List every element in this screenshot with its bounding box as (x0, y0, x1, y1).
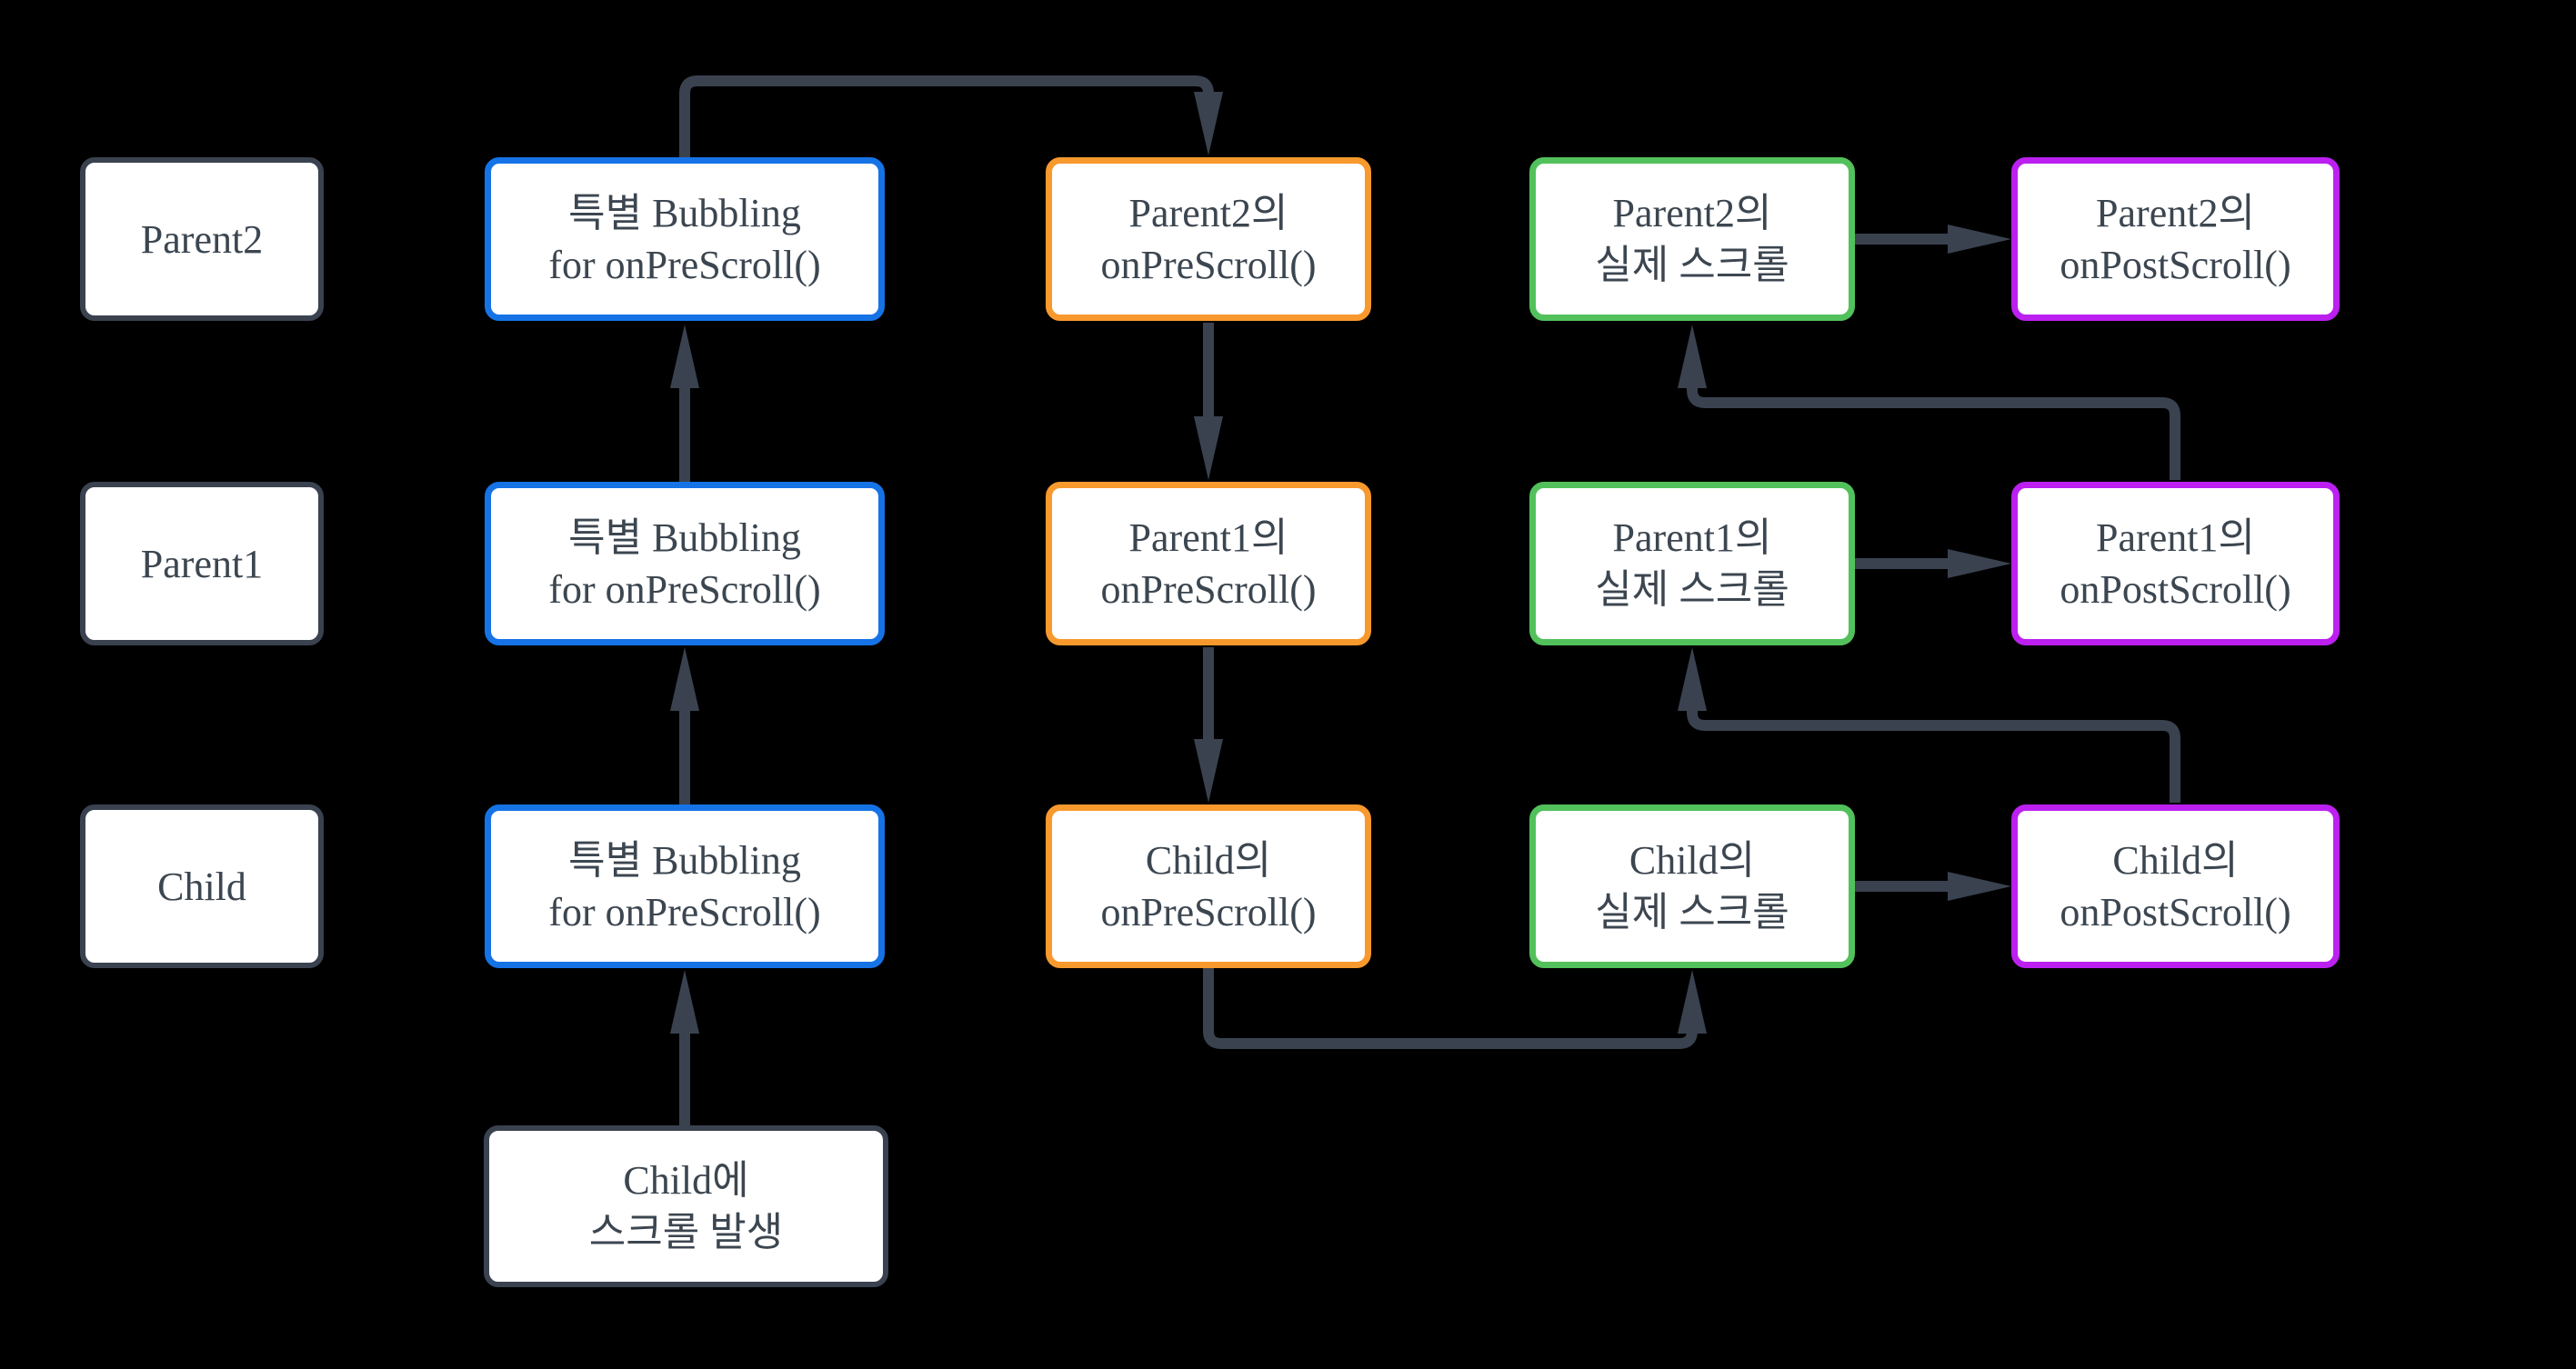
node-text-line1: Child의 (2112, 838, 2239, 883)
node-text-line1: Child에 (623, 1158, 749, 1203)
actual-scroll-node-parent2: Parent2의 실제 스크롤 (1529, 157, 1855, 321)
node-text-line1: Parent2의 (1612, 191, 1772, 235)
prescroll-node-parent1: Parent1의 onPreScroll() (1046, 482, 1371, 645)
postscroll-node-child: Child의 onPostScroll() (2011, 804, 2340, 968)
node-text-line1: Parent1의 (1612, 515, 1772, 560)
level-label-parent2: Parent2 (80, 157, 324, 321)
arrow-child-bubbling-to-parent1-bubbling (670, 647, 699, 804)
node-text-line1: Parent2의 (2096, 191, 2255, 235)
prescroll-node-child: Child의 onPreScroll() (1046, 804, 1371, 968)
node-text-line1: 특별 Bubbling (568, 191, 801, 235)
node-text-line2: 실제 스크롤 (1595, 243, 1789, 287)
level-label-parent1: Parent1 (80, 482, 324, 645)
postscroll-node-parent1: Parent1의 onPostScroll() (2011, 482, 2340, 645)
node-text-line2: onPostScroll() (2060, 567, 2291, 612)
node-text-line2: onPreScroll() (1100, 890, 1317, 934)
node-text-line1: Child의 (1629, 838, 1756, 883)
node-text-line2: for onPreScroll() (548, 890, 821, 934)
bubbling-node-child: 특별 Bubbling for onPreScroll() (485, 804, 885, 968)
scroll-source-node: Child에 스크롤 발생 (484, 1125, 888, 1287)
level-label-child: Child (80, 804, 324, 968)
node-text-line2: 실제 스크롤 (1595, 890, 1789, 934)
level-label-text: Parent2 (140, 216, 264, 262)
arrow-child-prescroll-to-child-scroll (1203, 968, 1707, 1049)
arrow-parent2-bubbling-to-parent2-prescroll (679, 75, 1223, 159)
arrow-parent1-scroll-to-parent1-postscroll (1855, 549, 2011, 578)
arrow-child-postscroll-to-parent1-scroll (1678, 647, 2180, 803)
node-text-line2: for onPreScroll() (548, 567, 821, 612)
arrow-source-to-child-bubbling (670, 970, 699, 1125)
node-text-line2: for onPreScroll() (548, 243, 821, 287)
node-text-line1: Parent2의 (1128, 191, 1288, 235)
bubbling-node-parent2: 특별 Bubbling for onPreScroll() (485, 157, 885, 321)
actual-scroll-node-child: Child의 실제 스크롤 (1529, 804, 1855, 968)
arrow-parent2-prescroll-to-parent1-prescroll (1194, 323, 1223, 480)
node-text-line2: 실제 스크롤 (1595, 567, 1789, 612)
node-text-line2: onPostScroll() (2060, 890, 2291, 934)
node-text-line2: onPostScroll() (2060, 243, 2291, 287)
postscroll-node-parent2: Parent2의 onPostScroll() (2011, 157, 2340, 321)
level-label-text: Parent1 (140, 541, 264, 586)
arrow-child-scroll-to-child-postscroll (1855, 872, 2011, 901)
node-text-line2: onPreScroll() (1100, 243, 1317, 287)
node-text-line2: onPreScroll() (1100, 567, 1317, 612)
node-text-line1: Parent1의 (1128, 515, 1288, 560)
arrow-parent1-postscroll-to-parent2-scroll (1678, 325, 2180, 480)
arrow-parent2-scroll-to-parent2-postscroll (1855, 225, 2011, 254)
level-label-text: Child (157, 864, 246, 909)
node-text-line1: Child의 (1145, 838, 1272, 883)
node-text-line1: Parent1의 (2096, 515, 2255, 560)
bubbling-node-parent1: 특별 Bubbling for onPreScroll() (485, 482, 885, 645)
node-text-line1: 특별 Bubbling (568, 515, 801, 560)
node-text-line1: 특별 Bubbling (568, 838, 801, 883)
actual-scroll-node-parent1: Parent1의 실제 스크롤 (1529, 482, 1855, 645)
arrow-parent1-bubbling-to-parent2-bubbling (670, 325, 699, 482)
prescroll-node-parent2: Parent2의 onPreScroll() (1046, 157, 1371, 321)
node-text-line2: 스크롤 발생 (588, 1210, 784, 1254)
arrow-parent1-prescroll-to-child-prescroll (1194, 647, 1223, 803)
